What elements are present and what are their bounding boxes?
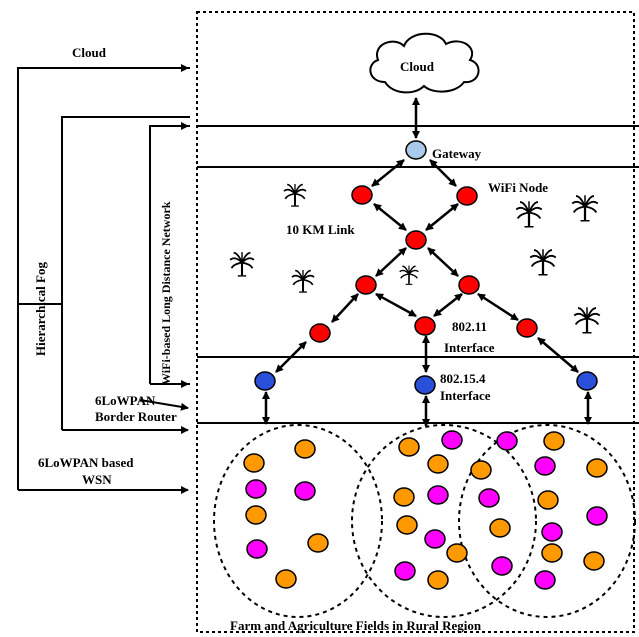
sensor-node xyxy=(496,431,518,451)
wifi-node xyxy=(414,316,436,336)
diagram-frame xyxy=(196,11,635,633)
sensor-node xyxy=(491,556,513,576)
sensor-field-boundaries xyxy=(213,424,636,618)
sensor-node xyxy=(427,485,449,505)
sensor-node xyxy=(586,506,608,526)
sensor-node xyxy=(541,543,563,563)
sensor-node xyxy=(396,515,418,535)
sensor-node xyxy=(537,490,559,510)
wifi-network-label: WiFi-based Long Distance Network xyxy=(159,201,173,385)
cloud-layer-label: Cloud xyxy=(72,45,107,60)
sensor-node xyxy=(294,439,316,459)
palm-tree-icon xyxy=(515,200,543,228)
wifi-node xyxy=(355,275,377,295)
sensor-node xyxy=(534,570,556,590)
sensor-node xyxy=(541,522,563,542)
sensor-node xyxy=(393,487,415,507)
sensor-field xyxy=(458,424,636,618)
sensor-node xyxy=(398,437,420,457)
sensor-node xyxy=(489,518,511,538)
sensor-node xyxy=(478,488,500,508)
hierarchical-fog-label: Hierarchical Fog xyxy=(33,262,48,356)
sensor-node xyxy=(441,430,463,450)
border-routers xyxy=(254,371,598,395)
gateway-label: Gateway xyxy=(432,146,482,161)
sensor-node xyxy=(446,543,468,563)
border-router-label-line1: 6LoWPAN xyxy=(95,393,156,408)
sensor-node xyxy=(586,458,608,478)
border-router-node xyxy=(576,371,598,391)
wifi-node xyxy=(309,323,331,343)
cloud-icon xyxy=(369,32,480,94)
sensor-node xyxy=(470,460,492,480)
palm-tree-icon xyxy=(571,194,599,222)
hierarchy-connectors xyxy=(17,64,190,494)
if-802154-label-line2: Interface xyxy=(440,388,491,403)
sensor-node xyxy=(243,453,265,473)
sensor-node xyxy=(294,481,316,501)
sensor-node xyxy=(534,456,556,476)
sensor-node xyxy=(424,529,446,549)
wsn-label-line1: 6LoWPAN based xyxy=(38,455,134,470)
sensor-node xyxy=(275,569,297,589)
palm-tree-icon xyxy=(573,306,601,334)
wifi-node xyxy=(516,318,538,338)
sensor-node xyxy=(394,561,416,581)
sensor-node xyxy=(427,454,449,474)
sensor-nodes xyxy=(243,430,608,590)
sensor-node xyxy=(543,431,565,451)
sensor-node xyxy=(583,551,605,571)
sensor-field xyxy=(213,424,383,618)
fields-caption: Farm and Agriculture Fields in Rural Reg… xyxy=(230,618,482,633)
wsn-label-line2: WSN xyxy=(82,472,112,487)
palm-tree-icon xyxy=(398,264,420,286)
sensor-field xyxy=(351,424,537,618)
sensor-node xyxy=(245,479,267,499)
km-link-label: 10 KM Link xyxy=(286,222,355,237)
border-router-label-line2: Border Router xyxy=(95,409,177,424)
cloud-center-label: Cloud xyxy=(400,59,435,74)
gateway-node xyxy=(405,140,427,160)
if-80211-label-line1: 802.11 xyxy=(452,319,487,334)
if-802154-label-line1: 802.15.4 xyxy=(440,371,486,386)
wifi-node xyxy=(405,230,427,250)
sensor-node xyxy=(307,533,329,553)
wifi-node-label: WiFi Node xyxy=(488,180,548,195)
sensor-node xyxy=(427,570,449,590)
wifi-node xyxy=(458,275,480,295)
palm-tree-icon xyxy=(290,268,316,294)
palm-tree-icon xyxy=(529,248,557,276)
network-links xyxy=(262,97,592,427)
wifi-nodes xyxy=(309,185,538,343)
sensor-node xyxy=(246,539,268,559)
palm-tree-icon xyxy=(282,182,308,208)
wifi-node xyxy=(351,185,373,205)
border-router-node xyxy=(254,371,276,391)
border-router-node xyxy=(414,375,436,395)
if-80211-label-line2: Interface xyxy=(444,340,495,355)
sensor-node xyxy=(245,505,267,525)
wifi-node xyxy=(456,186,478,206)
palm-tree-icon xyxy=(228,250,256,278)
